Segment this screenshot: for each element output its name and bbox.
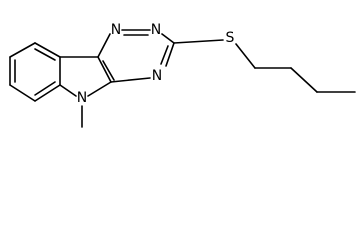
- bond-c3-n4: [165, 42, 175, 67]
- atom-n1: N: [111, 22, 121, 38]
- bonds: [9, 29, 356, 128]
- bond-c4a-c5: [9, 42, 36, 58]
- bond-c3-n4-inner: [160, 45, 169, 65]
- atom-n-indole: N: [77, 90, 87, 106]
- structure-canvas: N N N S N: [9, 22, 356, 128]
- bond-c5a-n5: [87, 81, 112, 97]
- bond-c4b-c4a-inner: [34, 48, 56, 61]
- atom-labels: N N N S N: [77, 22, 235, 106]
- bond-c9a-c5a: [97, 56, 112, 83]
- atom-s: S: [226, 30, 235, 46]
- molecule-diagram: N N N S N: [9, 22, 356, 128]
- bond-s-c1: [235, 43, 256, 69]
- bond-n5-c8: [59, 84, 77, 97]
- bond-c4b-c4a: [34, 42, 61, 58]
- bond-n2-c3: [161, 33, 175, 44]
- bond-c2-c3: [290, 67, 318, 93]
- bond-n4-c5a: [110, 77, 151, 83]
- bond-c7-c8: [34, 84, 61, 102]
- atom-n2: N: [151, 22, 161, 38]
- bond-c3-s: [173, 39, 224, 44]
- bond-c9a-n1: [97, 33, 111, 58]
- bond-c6-c7: [9, 84, 36, 102]
- bond-c9a-c5a-inner: [102, 60, 115, 81]
- bond-c7-c8-inner: [34, 81, 56, 96]
- atom-n4: N: [152, 68, 162, 84]
